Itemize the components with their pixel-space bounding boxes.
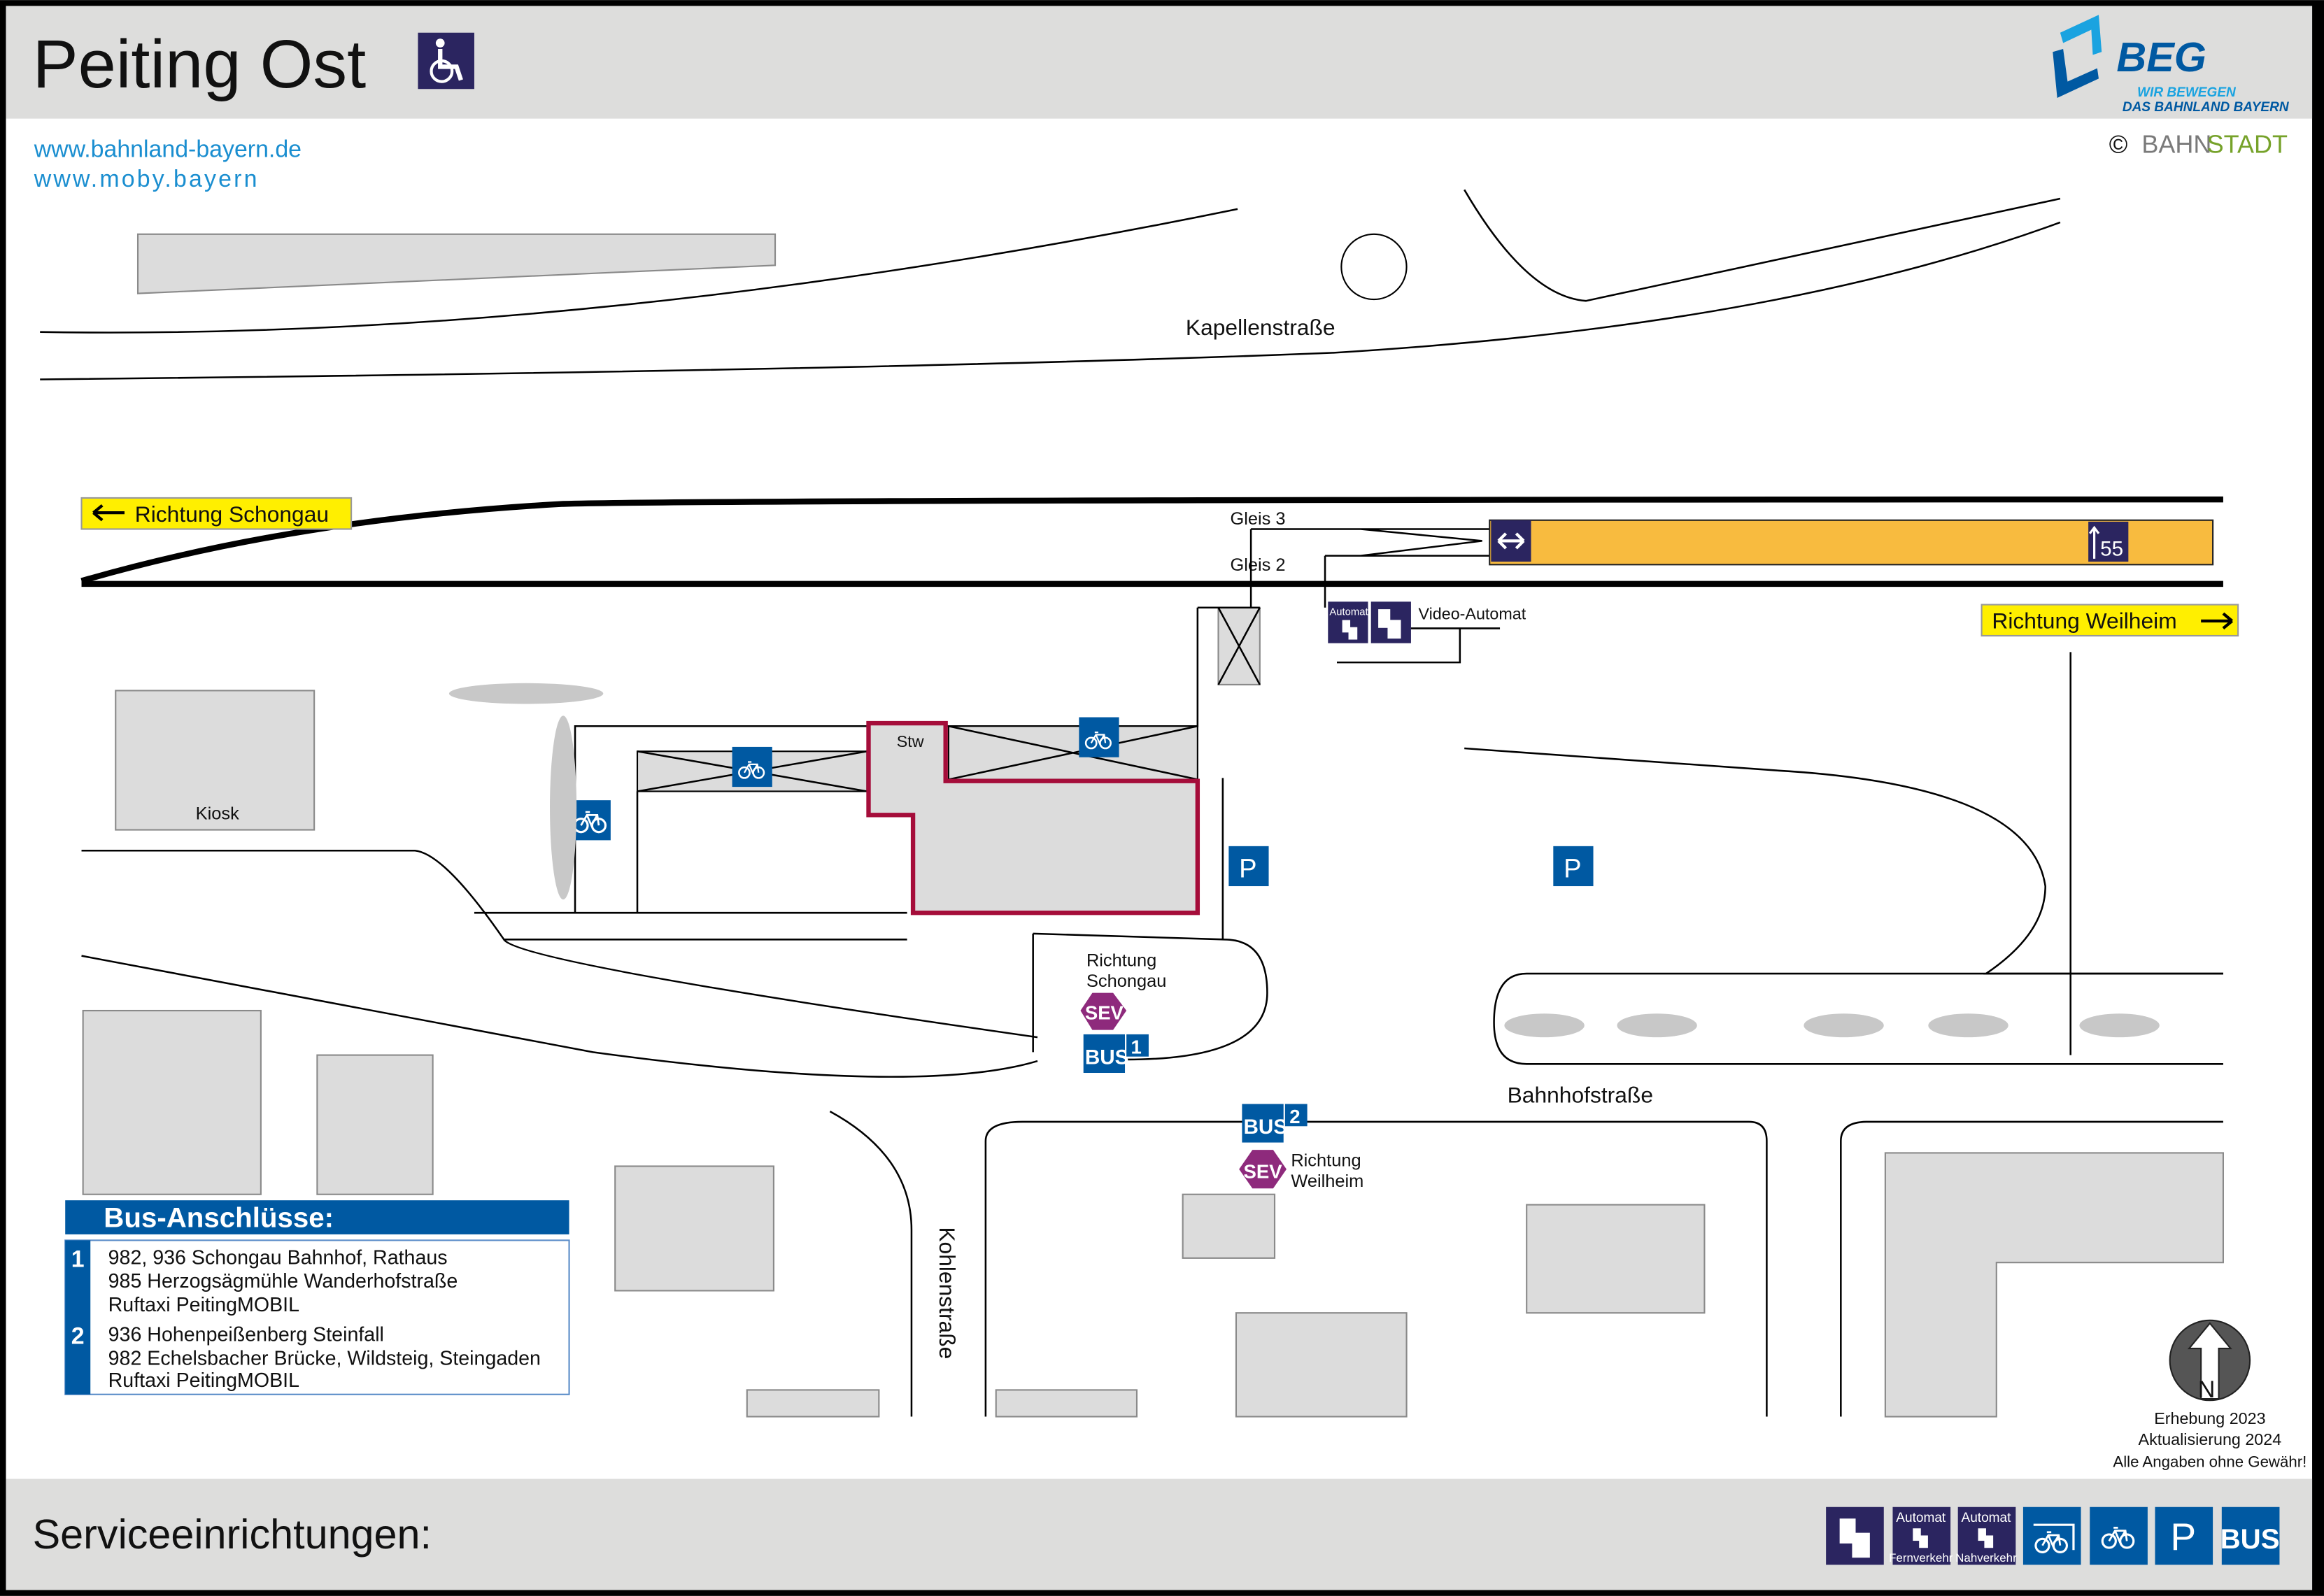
direction-weilheim-label: Richtung Weilheim <box>1981 604 2239 637</box>
kiosk-label: Kiosk <box>196 804 239 824</box>
svg-text:WIR BEWEGEN: WIR BEWEGEN <box>2137 85 2237 100</box>
svg-text:Weilheim: Weilheim <box>1291 1171 1363 1191</box>
platform-access-icon <box>1491 520 1531 562</box>
bahnstadt-copyright: © BAHN STADT <box>2109 129 2288 158</box>
disclaimer: Alle Angaben ohne Gewähr! <box>2113 1453 2307 1471</box>
svg-text:1: 1 <box>71 1246 85 1273</box>
svg-text:1: 1 <box>1131 1036 1142 1057</box>
parking-icon: P <box>1553 846 1594 887</box>
svg-text:936 Hohenpeißenberg Steinfall: 936 Hohenpeißenberg Steinfall <box>108 1323 384 1346</box>
bus-stop-2: BUS 2 SEV Richtung Weilheim <box>1239 1104 1363 1191</box>
svg-text:2: 2 <box>1289 1106 1300 1127</box>
platform-length-icon: 55 <box>2088 521 2129 562</box>
svg-text:P: P <box>1239 853 1256 883</box>
svg-text:55: 55 <box>2100 538 2123 561</box>
svg-text:Fernverkehr: Fernverkehr <box>1889 1551 1953 1565</box>
header-band <box>6 6 2313 119</box>
buildings <box>82 1009 2224 1418</box>
parking-icon: P <box>1228 846 1269 887</box>
automat-fernverkehr-icon: Automat Fernverkehr <box>1889 1506 1953 1565</box>
covered-bike-parking-icon <box>732 746 772 788</box>
svg-text:Richtung Weilheim: Richtung Weilheim <box>1992 608 2176 633</box>
street-kohlenstrasse: Kohlenstraße <box>935 1227 960 1359</box>
svg-text:SEV: SEV <box>1085 1002 1124 1024</box>
roundabout <box>1340 233 1408 301</box>
svg-text:2: 2 <box>71 1323 85 1350</box>
svg-text:©: © <box>2109 129 2128 158</box>
trees <box>448 683 2160 1038</box>
svg-text:BAHN: BAHN <box>2141 129 2211 158</box>
bus-icon: BUS <box>2220 1506 2280 1565</box>
video-automat-label: Video-Automat <box>1419 605 1526 623</box>
svg-text:982 Echelsbacher Brücke, Wilds: 982 Echelsbacher Brücke, Wildsteig, Stei… <box>108 1347 541 1369</box>
covered-bike-parking-icon <box>1079 717 1119 757</box>
ticket-machine-icon <box>1370 601 1411 643</box>
update-year: Aktualisierung 2024 <box>2139 1430 2282 1448</box>
services-title: Serviceeinrichtungen: <box>33 1511 432 1558</box>
svg-text:BEG: BEG <box>2116 34 2206 80</box>
svg-text:Richtung: Richtung <box>1086 950 1156 970</box>
svg-text:Richtung Schongau: Richtung Schongau <box>135 501 329 527</box>
covered-bike-parking-icon <box>2022 1506 2081 1565</box>
automat-nahverkehr-icon: Automat Nahverkehr <box>1955 1506 2017 1565</box>
page-title: Peiting Ost <box>33 26 367 102</box>
svg-text:Automat: Automat <box>1896 1511 1946 1525</box>
bus-stop-1: Richtung Schongau SEV BUS 1 <box>1080 950 1166 1074</box>
direction-schongau-label: Richtung Schongau <box>80 497 353 530</box>
svg-text:985 Herzogsägmühle Wanderhofst: 985 Herzogsägmühle Wanderhofstraße <box>108 1270 458 1292</box>
svg-text:982, 936 Schongau Bahnhof, Rat: 982, 936 Schongau Bahnhof, Rathaus <box>108 1246 448 1269</box>
north-arrow-icon: N <box>2169 1319 2251 1403</box>
svg-text:P: P <box>1564 853 1581 883</box>
link-bahnland[interactable]: www.bahnland-bayern.de <box>34 136 302 163</box>
beg-logo: BEG WIR BEWEGEN DAS BAHNLAND BAYERN <box>2053 15 2290 115</box>
street-bahnhofstrasse: Bahnhofstraße <box>1508 1082 1653 1107</box>
svg-text:STADT: STADT <box>2207 129 2288 158</box>
svg-text:N: N <box>2198 1376 2215 1403</box>
svg-text:BUS: BUS <box>2220 1523 2280 1555</box>
svg-text:Schongau: Schongau <box>1086 971 1166 991</box>
svg-text:P: P <box>2170 1515 2196 1558</box>
svg-text:Ruftaxi PeitingMOBIL: Ruftaxi PeitingMOBIL <box>108 1294 299 1316</box>
bike-parking-icon <box>2090 1506 2148 1565</box>
ticket-machine-icon <box>1826 1506 1884 1565</box>
gleis2-label: Gleis 2 <box>1230 555 1285 575</box>
svg-text:Ruftaxi PeitingMOBIL: Ruftaxi PeitingMOBIL <box>108 1369 299 1392</box>
bike-parking-icon <box>570 800 611 841</box>
wheelchair-icon <box>418 32 474 90</box>
track-gleis3 <box>80 496 2223 584</box>
svg-text:DAS BAHNLAND BAYERN: DAS BAHNLAND BAYERN <box>2123 100 2290 115</box>
svg-text:Bus-Anschlüsse:: Bus-Anschlüsse: <box>104 1202 334 1233</box>
svg-text:Nahverkehr: Nahverkehr <box>1955 1551 2017 1565</box>
ticket-automat-icon: Automat <box>1328 601 1369 643</box>
bus-connections-panel: Bus-Anschlüsse: 1 982, 936 Schongau Bahn… <box>64 1200 570 1395</box>
svg-text:BUS: BUS <box>1085 1046 1129 1069</box>
survey-year: Erhebung 2023 <box>2154 1409 2265 1427</box>
building <box>136 233 777 294</box>
gleis3-label: Gleis 3 <box>1230 509 1285 529</box>
svg-text:BUS: BUS <box>1244 1116 1288 1139</box>
station-building <box>866 720 1200 915</box>
street-kapellenstrasse: Kapellenstraße <box>1186 315 1335 340</box>
svg-text:Richtung: Richtung <box>1291 1150 1361 1170</box>
parking-icon: P <box>2155 1506 2213 1565</box>
svg-text:SEV: SEV <box>1244 1160 1283 1182</box>
link-moby[interactable]: www.moby.bayern <box>34 166 260 192</box>
svg-text:Automat: Automat <box>1961 1511 2011 1525</box>
stw-label: Stw <box>897 732 924 750</box>
svg-text:Automat: Automat <box>1329 606 1368 618</box>
